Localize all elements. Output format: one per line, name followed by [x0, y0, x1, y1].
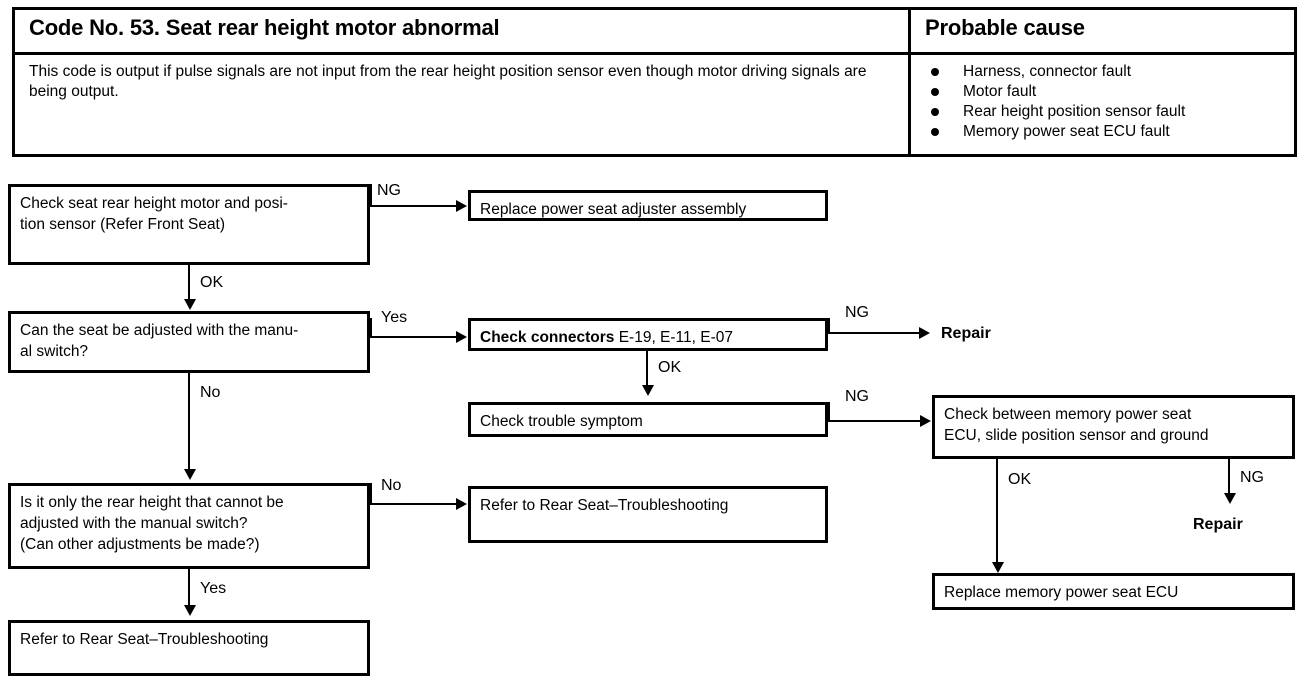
bullet-icon — [931, 88, 939, 96]
connector-line — [188, 569, 190, 607]
bullet-icon — [931, 68, 939, 76]
connector-line — [370, 205, 457, 207]
cause-text: Motor fault — [963, 83, 1037, 100]
terminal-repair-bottom: Repair — [1193, 516, 1243, 533]
cause-text: Rear height position sensor fault — [963, 103, 1186, 120]
connector-line — [188, 265, 190, 301]
check-connectors-label: Check connectors — [480, 329, 615, 346]
edge-label-ng-4: NG — [1240, 469, 1264, 486]
bullet-icon — [931, 128, 939, 136]
list-item: Rear height position sensor fault — [925, 102, 1285, 122]
flow-box-refer-rear-seat-bottom: Refer to Rear Seat–Troubleshooting — [8, 620, 370, 676]
code-info-table: Code No. 53. Seat rear height motor abno… — [12, 7, 1297, 157]
connector-line — [370, 503, 457, 505]
table-column-divider — [908, 10, 911, 154]
arrow-icon — [919, 327, 930, 339]
arrow-icon — [992, 562, 1004, 573]
connector-line — [996, 459, 998, 569]
edge-label-yes-2: Yes — [200, 580, 227, 597]
probable-cause-list: Harness, connector fault Motor fault Rea… — [925, 62, 1285, 142]
edge-label-ok-1: OK — [200, 274, 224, 291]
arrow-icon — [184, 605, 196, 616]
list-item: Harness, connector fault — [925, 62, 1285, 82]
connector-line — [828, 332, 920, 334]
arrow-icon — [920, 415, 931, 427]
flow-box-replace-ecu: Replace memory power seat ECU — [932, 573, 1295, 610]
edge-label-ok-3: OK — [1008, 471, 1032, 488]
flow-box-check-between-ecu: Check between memory power seat ECU, sli… — [932, 395, 1295, 459]
edge-label-ok-2: OK — [658, 359, 682, 376]
flow-box-can-adjust-manual: Can the seat be adjusted with the manu- … — [8, 311, 370, 373]
probable-cause-title: Probable cause — [925, 15, 1085, 40]
arrow-icon — [456, 331, 467, 343]
flow-box-check-motor-sensor: Check seat rear height motor and posi- t… — [8, 184, 370, 265]
arrow-icon — [184, 299, 196, 310]
flow-box-rear-height-only: Is it only the rear height that cannot b… — [8, 483, 370, 569]
code-description: This code is output if pulse signals are… — [29, 63, 867, 100]
arrow-icon — [1224, 493, 1236, 504]
flow-box-check-trouble-symptom: Check trouble symptom — [468, 402, 828, 437]
arrow-icon — [456, 200, 467, 212]
bullet-icon — [931, 108, 939, 116]
table-header-divider — [15, 52, 1294, 55]
arrow-icon — [642, 385, 654, 396]
arrow-icon — [456, 498, 467, 510]
cause-text: Memory power seat ECU fault — [963, 123, 1170, 140]
connector-line — [646, 351, 648, 386]
flow-box-refer-rear-seat-mid: Refer to Rear Seat–Troubleshooting — [468, 486, 828, 543]
connector-line — [370, 483, 372, 505]
connector-line — [828, 402, 830, 422]
cause-text: Harness, connector fault — [963, 63, 1132, 80]
connector-line — [188, 373, 190, 471]
list-item: Motor fault — [925, 82, 1285, 102]
edge-label-ng-1: NG — [377, 182, 401, 199]
edge-label-ng-2: NG — [845, 304, 869, 321]
edge-label-ng-3: NG — [845, 388, 869, 405]
connector-line — [370, 184, 372, 207]
edge-label-no-1: No — [200, 384, 221, 401]
flow-box-replace-adjuster: Replace power seat adjuster assembly — [468, 190, 828, 221]
connector-line — [828, 420, 921, 422]
arrow-icon — [184, 469, 196, 480]
connector-line — [370, 336, 457, 338]
edge-label-no-2: No — [381, 477, 402, 494]
list-item: Memory power seat ECU fault — [925, 122, 1285, 142]
code-title: Code No. 53. Seat rear height motor abno… — [29, 15, 500, 40]
terminal-repair-top: Repair — [941, 325, 991, 342]
edge-label-yes-1: Yes — [381, 309, 408, 326]
check-connectors-codes: E-19, E-11, E-07 — [614, 329, 733, 346]
connector-line — [828, 318, 830, 334]
connector-line — [1228, 459, 1230, 497]
connector-line — [370, 318, 372, 338]
flow-box-check-connectors: Check connectors E-19, E-11, E-07 — [468, 318, 828, 351]
